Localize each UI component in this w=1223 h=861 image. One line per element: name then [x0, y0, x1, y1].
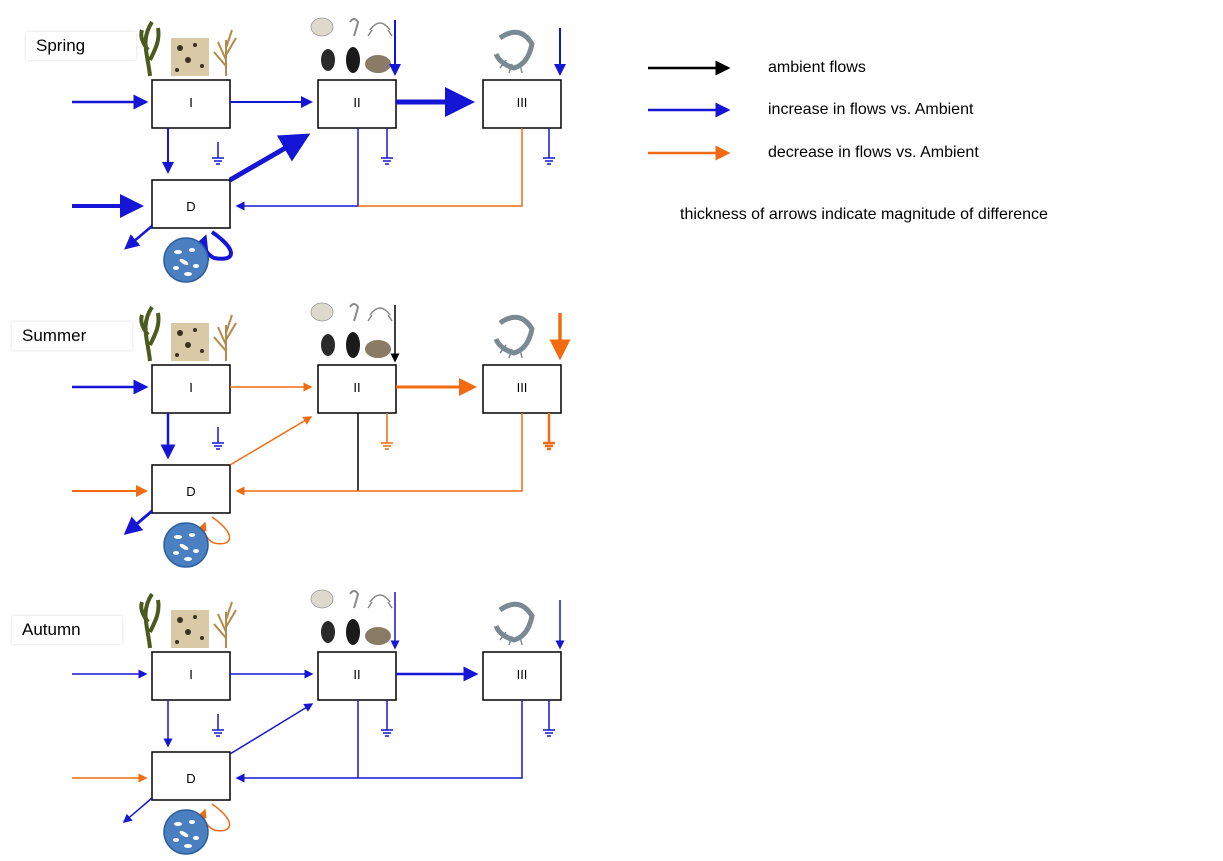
box-secondary [317, 651, 397, 701]
detritus-export [124, 225, 153, 250]
season-label-autumn: Autumn [12, 616, 122, 644]
box-detritus [151, 179, 231, 229]
label-tertiary: III [517, 667, 528, 682]
legend-arrows [648, 60, 731, 161]
tertiary-to-detritus-orange [235, 413, 523, 496]
label-primary: I [189, 95, 193, 110]
label-detritus: D [186, 199, 195, 214]
compartment-labels: I II III D I II III D I II III D [186, 95, 527, 786]
label-tertiary: III [517, 380, 528, 395]
bacteria-loop [186, 230, 233, 261]
box-detritus [151, 464, 231, 514]
panel-spring [72, 10, 566, 283]
box-primary [151, 651, 231, 701]
tertiary-consumer-image [490, 28, 536, 74]
secondary-consumers-image [308, 295, 396, 365]
bacteria-loop [198, 803, 231, 832]
respiration-ground-icons [212, 128, 555, 165]
box-secondary [317, 79, 397, 129]
legend-decrease-text: decrease in flows vs. Ambient [768, 144, 979, 161]
tertiary-to-detritus-blue [235, 700, 523, 783]
secondary-consumers-image [308, 10, 396, 80]
box-detritus [151, 751, 231, 801]
flows-autumn [72, 592, 565, 832]
flows-summer [72, 305, 571, 545]
label-tertiary: III [517, 95, 528, 110]
respiration-ground-icons [212, 413, 555, 451]
tertiary-consumer-image [490, 600, 536, 646]
secondary-consumers-image [308, 582, 396, 652]
tertiary-consumer-image [490, 313, 536, 359]
detritus-export [123, 509, 153, 535]
respiration-ground-icons [212, 700, 555, 737]
label-detritus: D [186, 771, 195, 786]
label-secondary: II [353, 380, 360, 395]
season-label-summer: Summer [12, 322, 132, 350]
detritus-to-secondary [228, 133, 311, 183]
primary-producers-image [137, 20, 245, 78]
detritus-export [122, 797, 153, 823]
box-secondary [317, 364, 397, 414]
panel-summer [72, 295, 571, 568]
box-primary [151, 79, 231, 129]
season-label-spring: Spring [26, 32, 136, 60]
panel-autumn [72, 582, 565, 855]
flows-spring [72, 20, 566, 261]
bacteria-icon [163, 809, 209, 855]
primary-producers-image [137, 305, 245, 363]
label-primary: I [189, 380, 193, 395]
label-secondary: II [353, 95, 360, 110]
legend-increase-text: increase in flows vs. Ambient [768, 101, 974, 118]
detritus-to-secondary [229, 703, 314, 755]
legend-note: thickness of arrows indicate magnitude o… [680, 206, 1048, 223]
tertiary-to-detritus-orange [358, 128, 523, 207]
primary-producers-image [137, 592, 245, 650]
box-tertiary [482, 364, 562, 414]
bacteria-icon [163, 522, 209, 568]
label-primary: I [189, 667, 193, 682]
bacteria-loop [198, 516, 231, 545]
box-primary [151, 364, 231, 414]
bacteria-icon [163, 237, 209, 283]
legend-ambient-text: ambient flows [768, 59, 866, 76]
detritus-to-secondary [229, 416, 313, 466]
label-secondary: II [353, 667, 360, 682]
label-detritus: D [186, 484, 195, 499]
